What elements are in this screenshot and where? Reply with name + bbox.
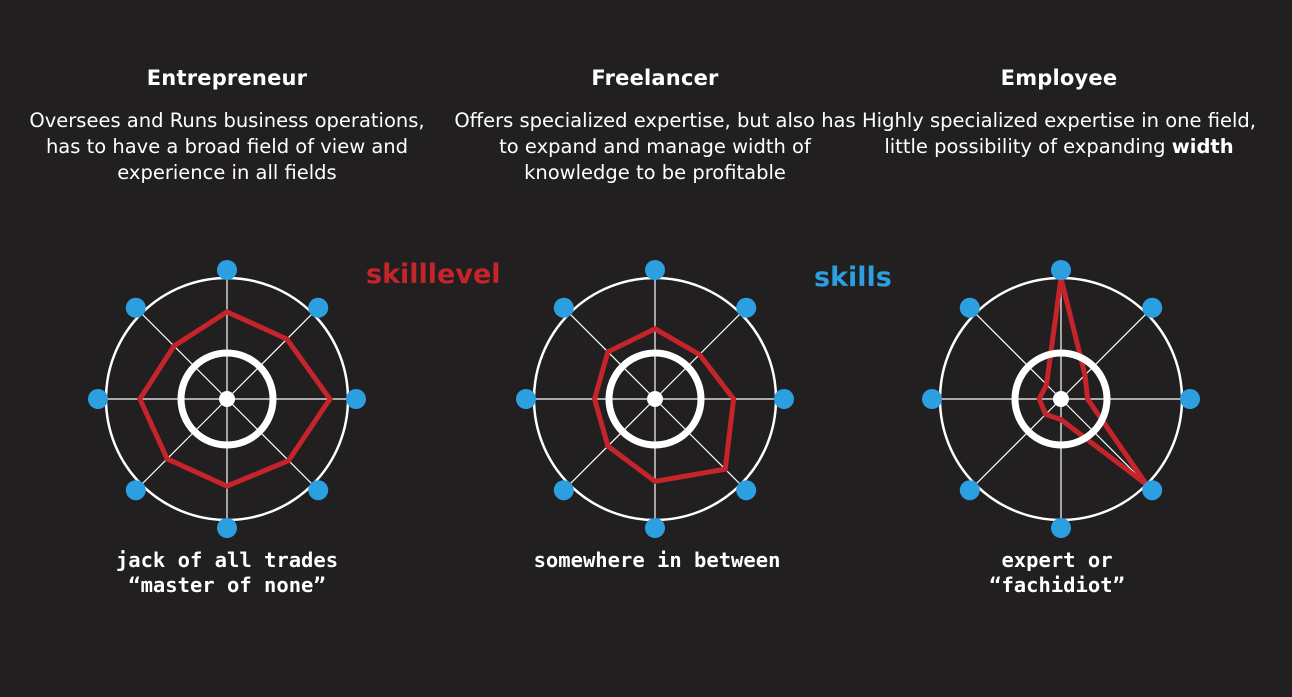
skill-level-polygon	[1036, 277, 1149, 487]
radar-spoke	[1060, 313, 1147, 400]
skill-node	[922, 389, 942, 409]
skill-node	[645, 260, 665, 280]
skill-node	[959, 480, 980, 501]
skill-level-polygon	[137, 309, 333, 489]
skill-node	[1180, 389, 1200, 409]
column-title: Employee	[1000, 66, 1118, 90]
skill-node	[1051, 518, 1071, 538]
radar-spoke	[226, 313, 313, 400]
caption-line: “fachidiot”	[989, 573, 1125, 597]
radar-spoke	[1060, 398, 1147, 485]
caption-line: expert or	[1001, 548, 1113, 572]
skill-node	[959, 297, 980, 318]
column-title: Entrepreneur	[146, 66, 308, 90]
column-employee: Employee Highly specialized expertise in…	[849, 66, 1269, 160]
column-entrepreneur: Entrepreneur Oversees and Runs business …	[17, 66, 437, 186]
caption-employee: expert or “fachidiot”	[847, 548, 1267, 598]
radar-inner-ring	[1011, 349, 1111, 449]
skill-node	[736, 297, 757, 318]
skill-node	[346, 389, 366, 409]
skill-node	[645, 518, 665, 538]
radar-hub	[647, 391, 663, 407]
skill-node	[125, 480, 146, 501]
column-description: Oversees and Runs business operations, h…	[29, 109, 425, 184]
radar-inner-ring	[177, 349, 277, 449]
radar-hub	[219, 391, 235, 407]
caption-freelancer: somewhere in between	[447, 548, 867, 573]
radar-spoke	[569, 398, 656, 485]
column-description: Highly specialized expertise in one fiel…	[849, 108, 1269, 160]
column-description: Offers specialized expertise, but also h…	[454, 109, 856, 184]
skill-node	[1142, 480, 1163, 501]
skill-node	[774, 389, 794, 409]
legend-skills: skills	[814, 262, 892, 293]
skill-node	[1142, 297, 1163, 318]
radar-spoke	[141, 398, 228, 485]
skill-node	[1051, 260, 1071, 280]
legend-skill-level: skilllevel	[366, 259, 501, 290]
skill-node	[553, 297, 574, 318]
skill-level-polygon	[591, 325, 737, 484]
radar-spoke	[141, 313, 228, 400]
description-text: Highly specialized expertise in one fiel…	[862, 109, 1256, 158]
radar-inner-ring	[605, 349, 705, 449]
skill-node	[516, 389, 536, 409]
skill-node	[308, 480, 329, 501]
skill-node	[217, 518, 237, 538]
skill-node	[553, 480, 574, 501]
skill-node	[308, 297, 329, 318]
caption-line: somewhere in between	[533, 548, 781, 572]
column-title: Freelancer	[591, 66, 719, 90]
caption-line: jack of all trades	[115, 548, 339, 572]
skill-node	[217, 260, 237, 280]
skill-node	[125, 297, 146, 318]
skill-node	[736, 480, 757, 501]
radar-hub	[1053, 391, 1069, 407]
radar-spoke	[569, 313, 656, 400]
caption-line: “master of none”	[128, 573, 326, 597]
description-emphasis: width	[1171, 135, 1234, 158]
radar-spoke	[226, 398, 313, 485]
column-freelancer: Freelancer Offers specialized expertise,…	[445, 66, 865, 186]
caption-entrepreneur: jack of all trades “master of none”	[17, 548, 437, 598]
skill-node	[88, 389, 108, 409]
